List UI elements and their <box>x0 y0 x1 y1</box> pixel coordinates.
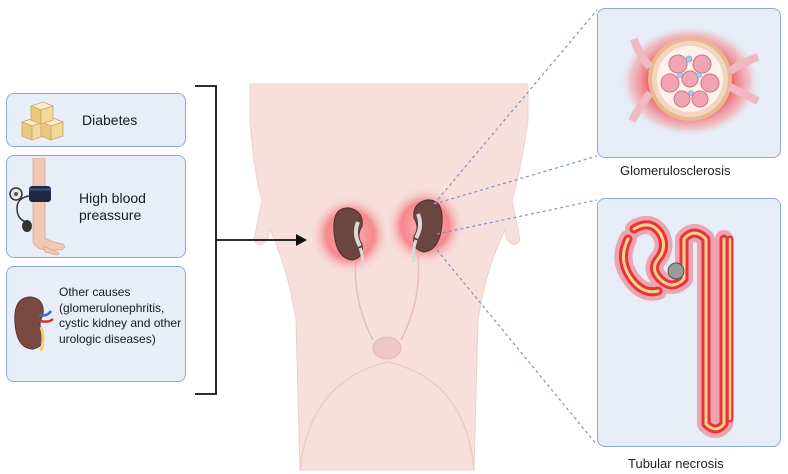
tubular-necrosis-panel <box>597 198 781 447</box>
sugar-cubes-icon <box>20 101 65 141</box>
blood-pressure-cuff-icon <box>9 158 65 256</box>
high-blood-pressure-label: High blood preassure <box>79 190 146 223</box>
glomerulosclerosis-panel <box>597 8 781 158</box>
cause-high-blood-pressure-box: High blood preassure <box>6 155 186 258</box>
cause-diabetes-box: Diabetes <box>6 93 186 147</box>
nephron-tubule-illustration <box>614 215 734 438</box>
right-kidney <box>385 186 465 266</box>
causes-bracket <box>195 85 307 395</box>
human-torso <box>249 83 529 471</box>
glomerulus-icon <box>667 262 685 280</box>
tubular-necrosis-label: Tubular necrosis <box>628 456 724 471</box>
cause-other-box: Other causes (glomerulonephritis, cystic… <box>6 266 186 382</box>
diabetes-label: Diabetes <box>82 112 138 128</box>
glomerulus-illustration <box>620 25 760 137</box>
dashed-connectors <box>433 9 598 446</box>
other-causes-label: Other causes (glomerulonephritis, cystic… <box>59 285 182 346</box>
arrow-head-icon <box>296 234 307 246</box>
glomerulosclerosis-label: Glomerulosclerosis <box>620 163 731 178</box>
left-kidney <box>310 195 390 275</box>
kidney-icon <box>14 296 54 352</box>
